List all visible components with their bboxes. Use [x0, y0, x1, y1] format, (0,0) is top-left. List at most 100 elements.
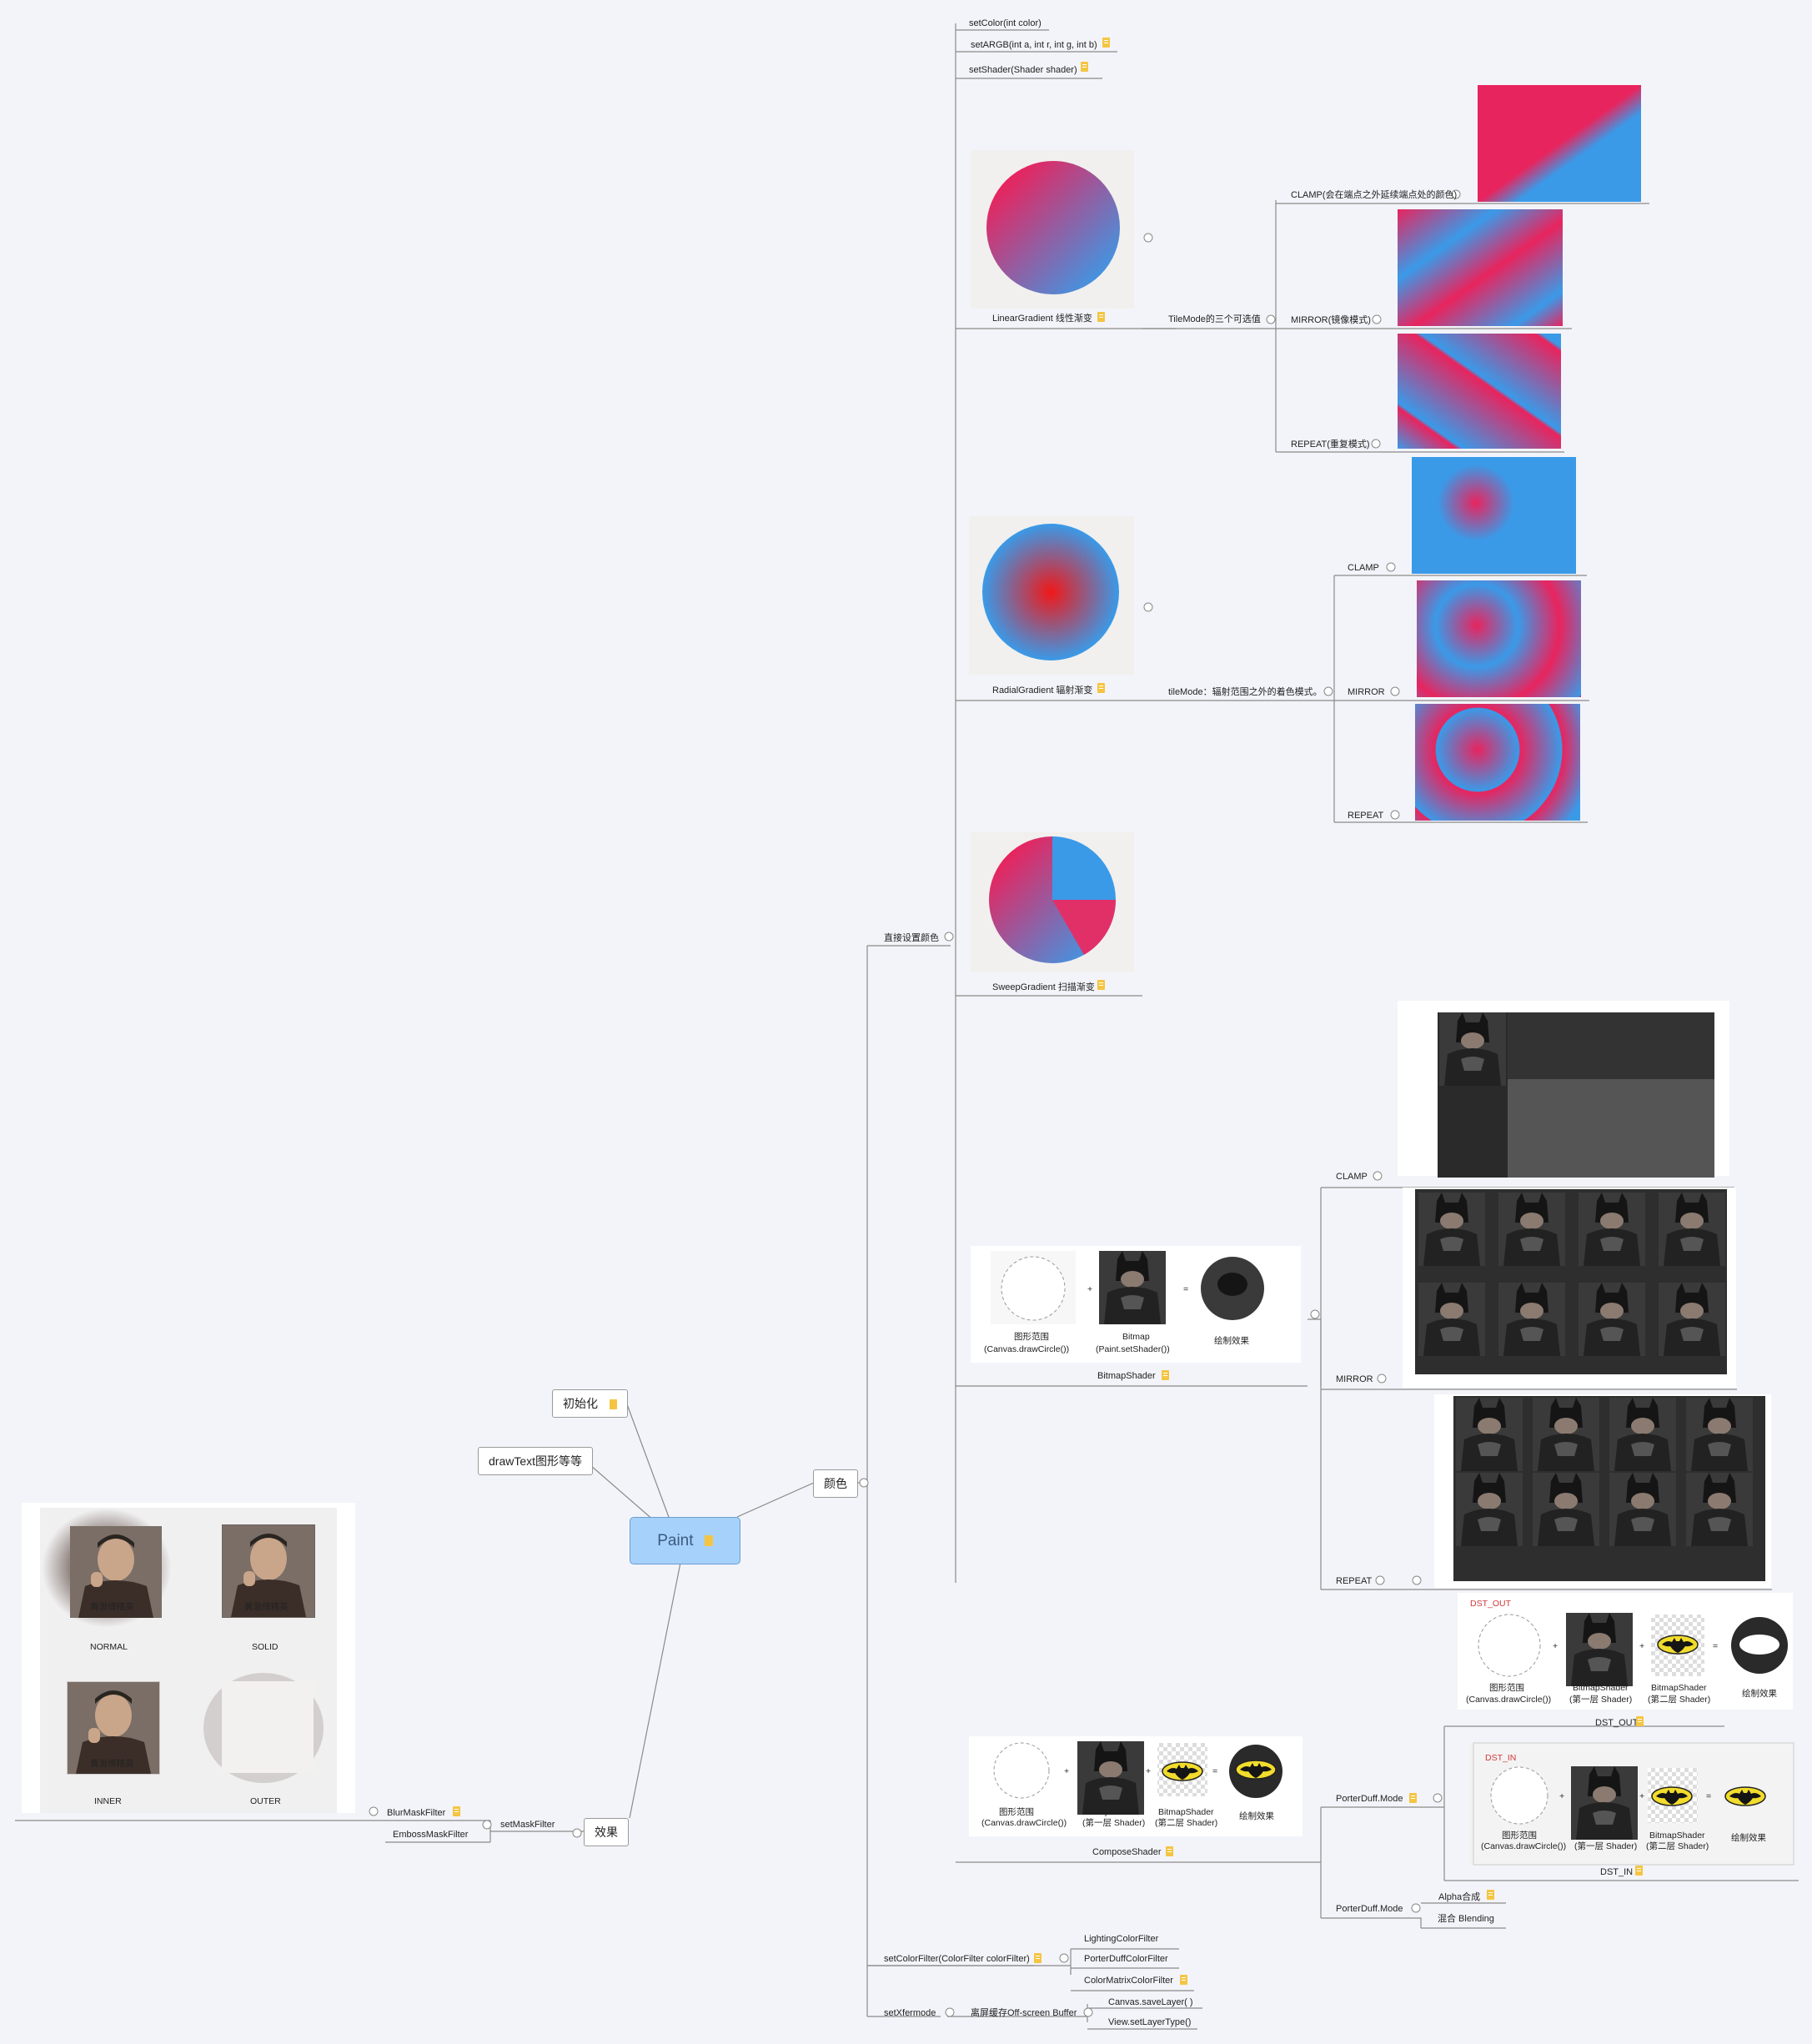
root-node-paint[interactable]: Paint — [630, 1517, 740, 1564]
set-mask-filter-label[interactable]: setMaskFilter — [500, 1820, 555, 1830]
compose-shape-sub: (Canvas.drawCircle()) — [981, 1818, 1067, 1828]
radial-mirror-label[interactable]: MIRROR — [1348, 687, 1385, 697]
bitmap-shape-caption: 图形范围 — [1014, 1331, 1049, 1342]
svg-text:+: + — [1553, 1641, 1558, 1651]
compose-result-caption: 绘制效果 — [1239, 1810, 1274, 1821]
dst-out-s2-sub: (第二层 Shader) — [1648, 1694, 1710, 1705]
watermark-3: 黄渤博精英 — [90, 1758, 134, 1769]
blur-outer-label: OUTER — [250, 1796, 281, 1806]
emboss-mask-filter-label[interactable]: EmbossMaskFilter — [393, 1830, 469, 1840]
dst-in-s1-sub: (第一层 Shader) — [1574, 1841, 1637, 1851]
bitmap-plus: + — [1087, 1284, 1092, 1294]
blur-inner-label: INNER — [94, 1796, 122, 1806]
compose-s2-caption: BitmapShader — [1158, 1807, 1214, 1817]
branch-effect[interactable]: 效果 — [584, 1818, 629, 1846]
branch-drawtext[interactable]: drawText图形等等 — [478, 1447, 594, 1475]
set-shader-label[interactable]: setShader(Shader shader) — [969, 65, 1077, 75]
set-color-filter-label[interactable]: setColorFilter(ColorFilter colorFilter) — [884, 1954, 1030, 1964]
dst-in-s1: BitmapShader — [1578, 1831, 1634, 1841]
linear-clamp-label[interactable]: CLAMP(会在端点之外延续端点处的颜色) — [1291, 188, 1457, 200]
compose-shape-caption: 图形范围 — [999, 1806, 1034, 1817]
linear-tilemode-label[interactable]: TileMode的三个可选值 — [1168, 313, 1261, 324]
connector-lines — [15, 23, 1799, 2030]
linear-gradient-preview — [971, 150, 1134, 309]
dst-in-diagram: DST_IN + + = 图形范围 (Canvas.drawCircle()) … — [1469, 1742, 1794, 1866]
note-icon[interactable] — [609, 1399, 617, 1410]
set-color-label[interactable]: setColor(int color) — [969, 18, 1042, 28]
root-label: Paint — [657, 1532, 694, 1549]
svg-text:+: + — [1064, 1766, 1069, 1776]
branch-color-label: 颜色 — [824, 1477, 847, 1490]
branch-init[interactable]: 初始化 — [552, 1389, 628, 1418]
radial-repeat-label[interactable]: REPEAT — [1348, 811, 1383, 821]
dst-in-s2: BitmapShader — [1649, 1831, 1705, 1841]
bitmap-result-caption: 绘制效果 — [1214, 1335, 1249, 1346]
linear-repeat-swatch — [1398, 334, 1561, 449]
linear-gradient-label[interactable]: LinearGradient 线性渐变 — [992, 312, 1092, 324]
offscreen-buffer-label[interactable]: 离屏缓存Off-screen Buffer — [971, 2006, 1077, 2018]
blur-normal-label: NORMAL — [90, 1642, 128, 1652]
direct-color-label[interactable]: 直接设置颜色 — [884, 932, 939, 943]
set-xfermode-label[interactable]: setXfermode — [884, 2008, 936, 2018]
dst-in-label[interactable]: DST_IN — [1600, 1867, 1633, 1877]
blur-solid-label: SOLID — [252, 1642, 279, 1652]
set-argb-label[interactable]: setARGB(int a, int r, int g, int b) — [971, 40, 1097, 50]
layer-save-layer[interactable]: Canvas.saveLayer( ) — [1108, 1997, 1193, 2007]
collapse-toggles[interactable] — [369, 189, 1461, 2017]
compose-shader-diagram: + + = 图形范围 (Canvas.drawCircle()) BitmapS… — [969, 1736, 1303, 1836]
blur-mask-filter-label[interactable]: BlurMaskFilter — [387, 1808, 446, 1818]
branch-drawtext-label: drawText图形等等 — [489, 1454, 583, 1468]
radial-repeat-swatch — [1415, 704, 1580, 821]
radial-clamp-label[interactable]: CLAMP — [1348, 563, 1379, 573]
compose-shader-label[interactable]: ComposeShader — [1092, 1847, 1162, 1857]
bitmap-clamp-label[interactable]: CLAMP — [1336, 1172, 1368, 1182]
sweep-gradient-label[interactable]: SweepGradient 扫描渐变 — [992, 981, 1095, 992]
compose-s1-caption: BitmapShader — [1082, 1807, 1138, 1817]
bitmap-shape-sub: (Canvas.drawCircle()) — [984, 1344, 1069, 1354]
root-note-icon[interactable] — [704, 1535, 713, 1547]
svg-text:+: + — [1559, 1791, 1564, 1801]
porterduff-mode-1-label[interactable]: PorterDuff.Mode — [1336, 1794, 1403, 1804]
dst-in-shape-caption: 图形范围 — [1502, 1830, 1537, 1841]
bitmap-equals: = — [1183, 1284, 1188, 1294]
bitmap-mirror-swatch — [1403, 1188, 1736, 1388]
radial-gradient-label[interactable]: RadialGradient 辐射渐变 — [992, 684, 1092, 696]
layer-set-layer-type[interactable]: View.setLayerType() — [1108, 2017, 1191, 2027]
watermark-2: 黄渤博精英 — [244, 1601, 289, 1612]
bitmap-mirror-label[interactable]: MIRROR — [1336, 1374, 1373, 1384]
color-filter-porterduff[interactable]: PorterDuffColorFilter — [1084, 1954, 1168, 1964]
dst-out-label[interactable]: DST_OUT — [1595, 1718, 1639, 1728]
dst-in-title: DST_IN — [1485, 1753, 1516, 1763]
compose-s2-sub: (第二层 Shader) — [1155, 1817, 1217, 1828]
bitmap-shader-label[interactable]: BitmapShader — [1097, 1371, 1156, 1381]
svg-text:=: = — [1706, 1791, 1711, 1801]
color-filter-lighting[interactable]: LightingColorFilter — [1084, 1934, 1159, 1944]
dst-in-result: 绘制效果 — [1731, 1832, 1766, 1843]
linear-repeat-label[interactable]: REPEAT(重复模式) — [1291, 438, 1370, 449]
svg-text:+: + — [1146, 1766, 1151, 1776]
dst-in-s2-sub: (第二层 Shader) — [1646, 1841, 1709, 1851]
dst-out-result: 绘制效果 — [1742, 1688, 1777, 1699]
svg-text:=: = — [1713, 1641, 1718, 1651]
dst-out-s2: BitmapShader — [1651, 1683, 1707, 1693]
bitmap-shader-diagram: + = 图形范围 (Canvas.drawCircle()) Bitmap (P… — [971, 1246, 1301, 1363]
alpha-composite-label[interactable]: Alpha合成 — [1438, 1891, 1480, 1902]
branch-color[interactable]: 颜色 — [813, 1469, 858, 1498]
dst-out-shape-caption: 图形范围 — [1489, 1682, 1524, 1693]
branch-init-label: 初始化 — [563, 1397, 598, 1410]
blending-label[interactable]: 混合 Blending — [1438, 1912, 1494, 1924]
bitmap-repeat-label[interactable]: REPEAT — [1336, 1576, 1372, 1586]
dst-in-shape-sub: (Canvas.drawCircle()) — [1481, 1841, 1566, 1851]
svg-text:+: + — [1639, 1641, 1644, 1651]
radial-mirror-swatch — [1417, 580, 1581, 697]
color-filter-matrix[interactable]: ColorMatrixColorFilter — [1084, 1976, 1173, 1986]
bitmap-clamp-swatch — [1398, 1001, 1729, 1178]
radial-tilemode-label[interactable]: tileMode：辐射范围之外的着色模式。 — [1168, 686, 1323, 697]
bitmap-bitmap-sub: (Paint.setShader()) — [1096, 1344, 1170, 1354]
watermark-1: 黄渤博精英 — [90, 1601, 134, 1612]
bitmap-repeat-swatch — [1434, 1394, 1771, 1588]
porterduff-mode-2-label[interactable]: PorterDuff.Mode — [1336, 1904, 1403, 1914]
linear-mirror-label[interactable]: MIRROR(镜像模式) — [1291, 314, 1371, 325]
linear-mirror-swatch — [1398, 209, 1563, 326]
